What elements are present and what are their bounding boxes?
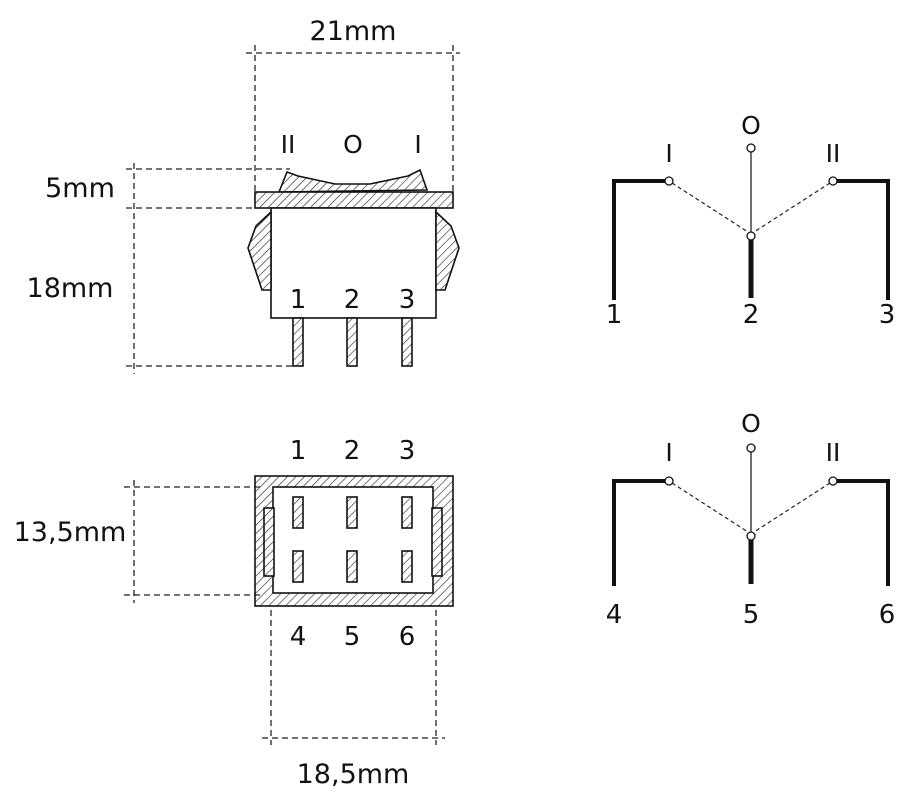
footprint-pin-6 [401, 550, 413, 583]
bottom-left-latch [263, 507, 275, 577]
bottom-pin-label-2: 2 [344, 436, 361, 466]
schematic2-node-pivot [746, 531, 756, 541]
terminal-pin-2 [346, 317, 358, 367]
height-dimensions: 5mm 18mm [27, 163, 296, 374]
schematic1-label-I: I [665, 139, 672, 168]
bottom-right-latch [431, 507, 443, 577]
bottom-view: 1 2 3 4 5 6 13,5mm 18,5mm [14, 436, 454, 790]
schematic2-label-I: I [665, 438, 672, 467]
schematic1-node-O [746, 143, 756, 153]
schematic2-throw-II [753, 482, 831, 533]
body-height-label: 18mm [27, 273, 114, 304]
pin-label-3: 3 [399, 285, 416, 315]
schematic1-wire-3 [835, 179, 890, 300]
terminal-pin-1 [292, 317, 304, 367]
schematic1-throw-II [753, 182, 831, 233]
schematic2-label-O: O [741, 409, 761, 438]
schematic2-node-I [664, 476, 674, 486]
schematic1-label-O: O [741, 111, 761, 140]
width-dimension: 21mm [246, 16, 460, 200]
schematic1-terminal-2: 2 [743, 300, 760, 330]
footprint-pin-1 [292, 496, 304, 529]
bottom-pin-label-1: 1 [290, 436, 307, 466]
terminal-pin-3 [401, 317, 413, 367]
schematic2-terminal-6: 6 [879, 600, 896, 630]
schematic2-node-II [828, 476, 838, 486]
footprint-pin-2 [346, 496, 358, 529]
schematic1-terminal-1: 1 [606, 300, 623, 330]
schematic2-wire-4 [612, 479, 667, 586]
pin-label-1: 1 [290, 285, 307, 315]
schematic-terminals-1-2-3: O I II 1 2 3 [606, 111, 896, 330]
depth-dimension: 13,5mm [14, 480, 262, 603]
pin-label-2: 2 [344, 285, 361, 315]
schematic1-node-II [828, 176, 838, 186]
depth-label: 13,5mm [14, 517, 127, 548]
left-latch [247, 210, 272, 291]
schematic2-terminal-5: 5 [743, 600, 760, 630]
footprint-pin-4 [292, 550, 304, 583]
right-latch [435, 210, 460, 291]
schematic1-throw-I [671, 182, 749, 233]
schematic1-wire-1 [612, 179, 667, 300]
position-label-O: O [343, 130, 363, 159]
schematic2-terminal-4: 4 [606, 600, 623, 630]
bottom-pin-label-6: 6 [399, 622, 416, 652]
bottom-pin-label-4: 4 [290, 622, 307, 652]
schematic-terminals-4-5-6: O I II 4 5 6 [606, 409, 896, 630]
bezel-flange [254, 191, 454, 209]
position-label-II: II [281, 130, 296, 159]
bottom-width-dimension: 18,5mm [262, 610, 445, 790]
schematic1-node-pivot [746, 231, 756, 241]
actuator-height-label: 5mm [45, 173, 115, 204]
bottom-pin-label-3: 3 [399, 436, 416, 466]
bottom-pin-label-5: 5 [344, 622, 361, 652]
schematic1-node-I [664, 176, 674, 186]
schematic2-label-II: II [826, 438, 841, 467]
schematic2-node-O [746, 443, 756, 453]
position-label-I: I [414, 130, 421, 159]
schematic2-wire-6 [835, 479, 890, 586]
schematic1-terminal-3: 3 [879, 300, 896, 330]
footprint-pin-3 [401, 496, 413, 529]
width-label: 21mm [310, 16, 397, 47]
side-view: 21mm II O I 1 2 3 5mm 18mm [27, 16, 460, 374]
schematic2-throw-I [671, 482, 749, 533]
schematic1-label-II: II [826, 139, 841, 168]
bottom-width-label: 18,5mm [297, 759, 410, 790]
rocker-actuator [277, 168, 429, 193]
footprint-pin-5 [346, 550, 358, 583]
